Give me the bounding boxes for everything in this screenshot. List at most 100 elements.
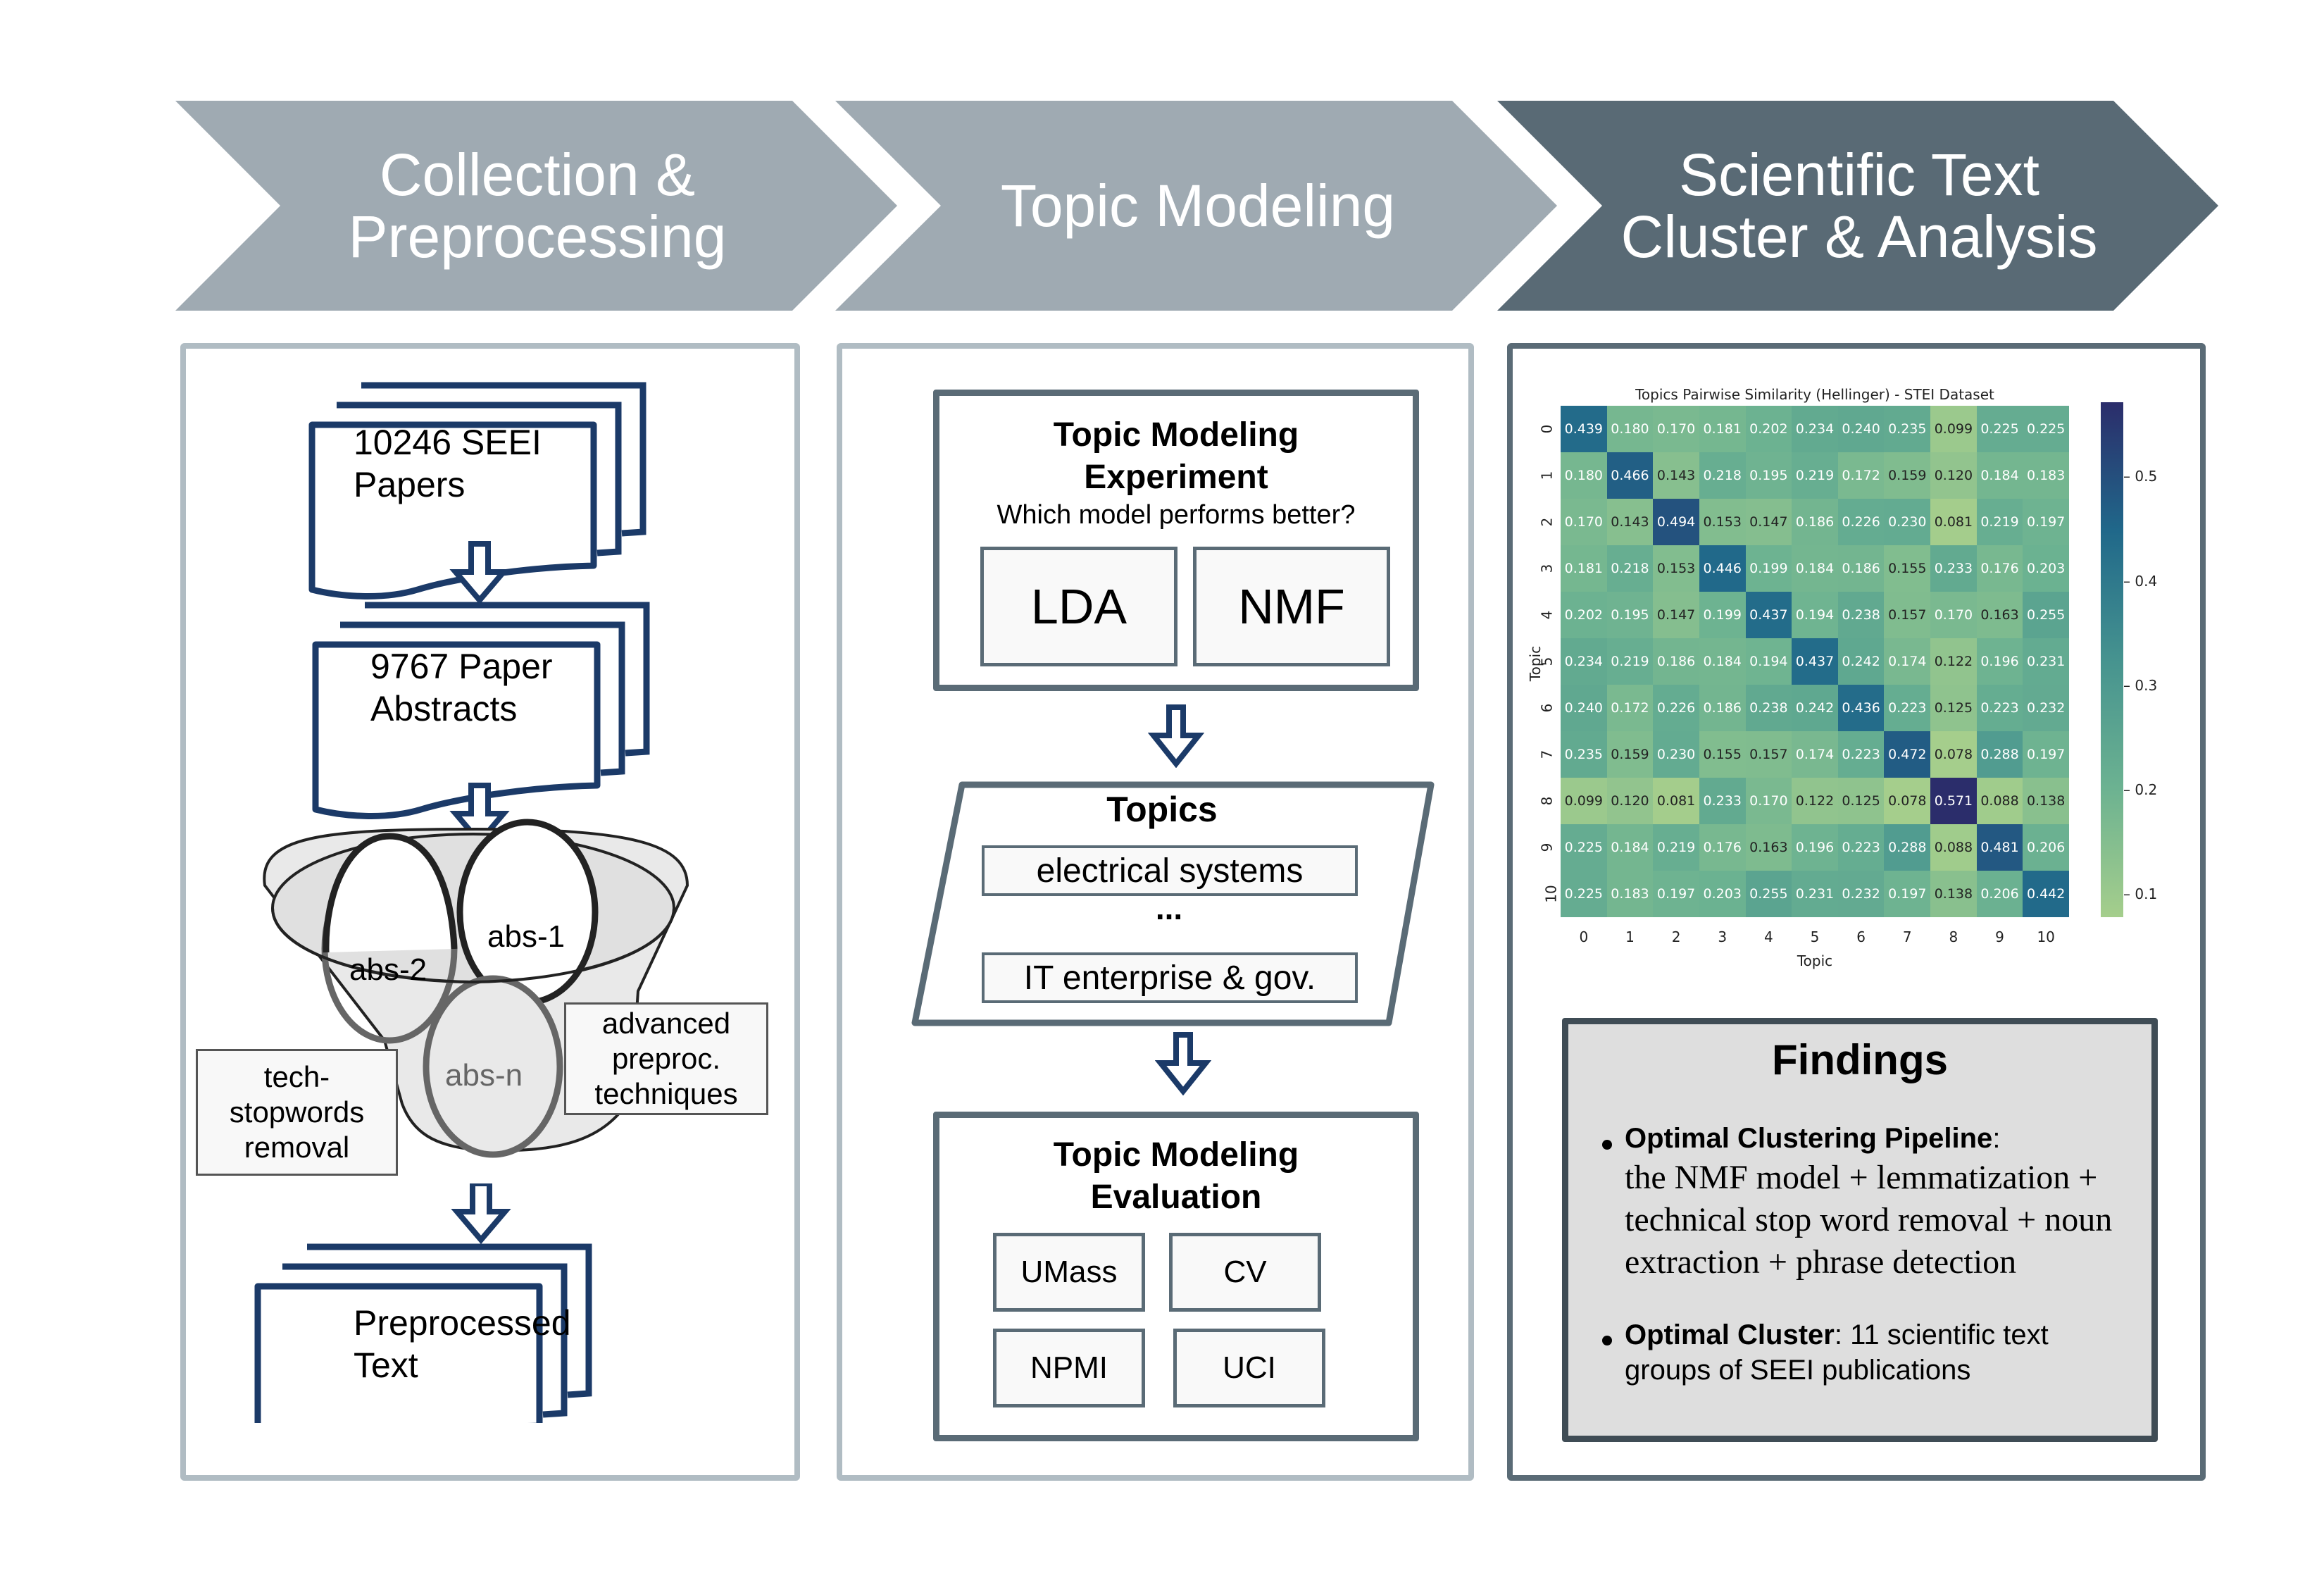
heatmap-cell: 0.240 [1561, 685, 1607, 731]
doc-preprocessed-label: Preprocessed Text [354, 1303, 571, 1385]
heatmap-cell: 0.202 [1745, 406, 1792, 452]
arrow-icon [1155, 1032, 1211, 1095]
heatmap-cell: 0.225 [2023, 406, 2069, 452]
heatmap-cell: 0.231 [1792, 871, 1838, 917]
heatmap-cell: 0.195 [1606, 592, 1654, 638]
heatmap-cell: 0.184 [1792, 545, 1838, 592]
heatmap-cell: 0.143 [1606, 499, 1654, 545]
heatmap-cell: 0.225 [1561, 871, 1607, 917]
stage-chevron-2 [835, 101, 1557, 311]
heatmap-cell: 0.436 [1837, 685, 1885, 731]
heatmap-cell: 0.186 [1837, 545, 1885, 592]
abstract-circle-2-top [325, 836, 454, 952]
heatmap-cell: 0.226 [1653, 685, 1699, 731]
heatmap-cell: 0.206 [2023, 824, 2069, 871]
heatmap-cell: 0.466 [1606, 452, 1654, 499]
heatmap-cell: 0.184 [1976, 452, 2023, 499]
heatmap-cell: 0.159 [1606, 731, 1654, 778]
heatmap-cell: 0.147 [1653, 592, 1699, 638]
x-tick-label: 6 [1856, 928, 1866, 945]
heatmap-cell: 0.172 [1837, 452, 1885, 499]
arrow-icon [1148, 704, 1204, 768]
heatmap-cell: 0.195 [1745, 452, 1792, 499]
heatmap-cell: 0.255 [1745, 871, 1792, 917]
heatmap-cell: 0.197 [2023, 499, 2069, 545]
x-tick-label: 7 [1902, 928, 1912, 945]
heatmap-cell: 0.120 [1606, 778, 1654, 824]
stage-3-title: Scientific Text Cluster & Analysis [1620, 142, 2098, 270]
experiment-subtitle: Which model performs better? [997, 500, 1356, 530]
heatmap-cell: 0.176 [1699, 824, 1746, 871]
findings-title: Findings [1772, 1036, 1948, 1083]
heatmap-cell: 0.203 [2023, 545, 2069, 592]
heatmap-cell: 0.226 [1837, 499, 1885, 545]
heatmap-cell: 0.233 [1930, 545, 1977, 592]
heatmap-cell: 0.180 [1606, 406, 1654, 452]
heatmap-cell: 0.172 [1606, 685, 1654, 731]
heatmap-cell: 0.081 [1930, 499, 1977, 545]
heatmap-cell: 0.218 [1699, 452, 1746, 499]
finding-text: 11 scientific text groups of SEEI public… [1625, 1319, 2049, 1386]
heatmap-cell: 0.183 [1606, 871, 1654, 917]
heatmap-cell: 0.219 [1606, 638, 1654, 685]
heatmap-cell: 0.081 [1653, 778, 1699, 824]
heatmap-cell: 0.122 [1930, 638, 1977, 685]
heatmap-cell: 0.125 [1837, 778, 1885, 824]
heatmap-cell: 0.219 [1976, 499, 2023, 545]
heatmap-cell: 0.233 [1699, 778, 1746, 824]
heatmap-cell: 0.163 [1976, 592, 2023, 638]
heatmap-cell: 0.155 [1884, 545, 1931, 592]
collection-diagram [263, 343, 689, 1158]
heatmap-cell: 0.180 [1561, 452, 1607, 499]
heatmap-cell: 0.199 [1745, 545, 1792, 592]
heatmap-cell: 0.235 [1884, 406, 1931, 452]
heatmap-cell: 0.231 [2023, 638, 2069, 685]
colorbar [2101, 402, 2123, 917]
heatmap-cell: 0.494 [1653, 499, 1699, 545]
topic-item: IT enterprise & gov. [982, 952, 1358, 1003]
heatmap-cell: 0.181 [1561, 545, 1607, 592]
finding-sep: : [1834, 1319, 1842, 1350]
heatmap-cell: 0.159 [1884, 452, 1931, 499]
abs-2-label: abs-2 [349, 952, 427, 987]
heatmap-cell: 0.481 [1976, 824, 2023, 871]
heatmap-cell: 0.155 [1699, 731, 1746, 778]
heatmap-cell: 0.078 [1930, 731, 1977, 778]
heatmap-cell: 0.288 [1976, 731, 2023, 778]
heatmap-cell: 0.181 [1699, 406, 1746, 452]
heatmap-cell: 0.472 [1884, 731, 1931, 778]
finding-text: the NMF model + lemmatization + technica… [1625, 1159, 2113, 1281]
heatmap-cell: 0.143 [1653, 452, 1699, 499]
heatmap-cell: 0.242 [1792, 685, 1838, 731]
heatmap-cell: 0.174 [1792, 731, 1838, 778]
heatmap-cell: 0.170 [1561, 499, 1607, 545]
heatmap-y-label: Topic [1527, 645, 1544, 682]
heatmap-cell: 0.184 [1699, 638, 1746, 685]
doc-papers-label: 10246 SEEI Papers [354, 423, 542, 504]
heatmap-x-label: Topic [1797, 952, 1833, 969]
heatmap-cell: 0.240 [1837, 406, 1885, 452]
colorbar-tick-label: – 0.2 [2123, 781, 2158, 799]
heatmap-cell: 0.437 [1792, 638, 1838, 685]
heatmap-cell: 0.232 [1837, 871, 1885, 917]
heatmap-cell: 0.170 [1745, 778, 1792, 824]
heatmap-cell: 0.223 [1837, 731, 1885, 778]
y-tick-label: 1 [1538, 471, 1556, 480]
y-tick-label: 3 [1538, 564, 1556, 573]
metric-cv: CV [1169, 1233, 1321, 1312]
heatmap-cell: 0.238 [1745, 685, 1792, 731]
x-tick-label: 5 [1810, 928, 1820, 945]
heatmap-cell: 0.186 [1699, 685, 1746, 731]
heatmap-cell: 0.099 [1930, 406, 1977, 452]
heatmap-cell: 0.197 [2023, 731, 2069, 778]
heatmap-cell: 0.186 [1792, 499, 1838, 545]
heatmap-cell: 0.125 [1930, 685, 1977, 731]
y-tick-label: 7 [1538, 750, 1556, 759]
heatmap-cell: 0.225 [1976, 406, 2023, 452]
heatmap-cell: 0.138 [2023, 778, 2069, 824]
heatmap-cell: 0.571 [1930, 778, 1977, 824]
heatmap-cell: 0.218 [1606, 545, 1654, 592]
heatmap-cell: 0.186 [1653, 638, 1699, 685]
